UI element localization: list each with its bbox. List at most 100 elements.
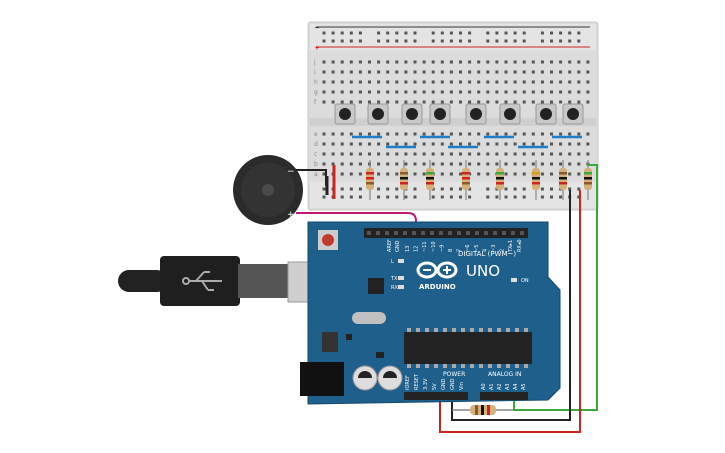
rail-hole (404, 39, 408, 43)
breadboard-hole (531, 162, 535, 166)
breadboard-hole (495, 70, 499, 74)
breadboard-hole (568, 90, 572, 94)
row-letter: i (314, 69, 316, 76)
breadboard-hole (486, 162, 490, 166)
pushbutton[interactable] (499, 103, 521, 125)
rail-hole (340, 187, 344, 191)
led-label: TX (390, 276, 398, 282)
rail-hole (522, 195, 526, 199)
rail-hole (440, 187, 444, 191)
breadboard-hole (586, 100, 590, 104)
resistor (584, 160, 592, 200)
breadboard-holes (322, 31, 590, 199)
rail-hole (340, 195, 344, 199)
model-label: UNO (466, 262, 500, 280)
breadboard-hole (395, 80, 399, 84)
rail-hole (486, 187, 490, 191)
breadboard-hole (477, 172, 481, 176)
breadboard-hole (431, 60, 435, 64)
rail-hole (386, 39, 390, 43)
breadboard-hole (331, 152, 335, 156)
breadboard-hole (477, 90, 481, 94)
buzzer-minus-label: − (287, 167, 295, 177)
breadboard-hole (358, 132, 362, 136)
breadboard-hole (568, 80, 572, 84)
breadboard-hole (522, 172, 526, 176)
header-pin (439, 231, 443, 235)
breadboard-hole (477, 100, 481, 104)
breadboard-hole (349, 70, 353, 74)
breadboard-hole (513, 90, 517, 94)
breadboard-hole (468, 70, 472, 74)
rail-hole (522, 39, 526, 43)
breadboard-hole (340, 132, 344, 136)
breadboard-hole (468, 90, 472, 94)
analog-pin-label: A0 (481, 383, 487, 390)
pushbutton[interactable] (465, 103, 487, 125)
rail-hole (440, 195, 444, 199)
breadboard-hole (540, 132, 544, 136)
rail-hole (540, 39, 544, 43)
rail-hole (468, 195, 472, 199)
breadboard-hole (440, 90, 444, 94)
breadboard-hole (468, 132, 472, 136)
rail-hole (559, 39, 563, 43)
pushbutton[interactable] (535, 103, 557, 125)
breadboard-hole (522, 90, 526, 94)
breadboard-hole (513, 172, 517, 176)
breadboard-hole (586, 90, 590, 94)
rail-hole (550, 195, 553, 199)
breadboard-hole (586, 132, 590, 136)
power-pin-label: 3.3V (423, 378, 429, 390)
led-label: RX (391, 285, 398, 291)
header-pin (475, 231, 479, 235)
breadboard-hole (550, 80, 553, 84)
breadboard-hole (413, 162, 417, 166)
rail-hole (513, 187, 517, 191)
breadboard-hole (504, 100, 508, 104)
breadboard-hole (404, 132, 408, 136)
power-pin-label: IOREF (405, 375, 411, 390)
breadboard-hole (559, 152, 563, 156)
breadboard-hole (386, 142, 390, 146)
breadboard-hole (504, 70, 508, 74)
breadboard-hole (322, 142, 326, 146)
header-pin (457, 231, 461, 235)
breadboard-hole (586, 80, 590, 84)
breadboard-hole (358, 162, 362, 166)
breadboard-hole (358, 70, 362, 74)
pushbutton[interactable] (562, 103, 584, 125)
header-pin (412, 231, 416, 235)
pushbutton[interactable] (401, 103, 423, 125)
breadboard-hole (386, 152, 390, 156)
row-letter: h (314, 79, 318, 86)
rail-hole (550, 187, 553, 191)
digital-pin-label: ~9 (439, 245, 445, 252)
breadboard-hole (322, 132, 326, 136)
row-letter: a (314, 171, 318, 178)
analog-pin-label: A5 (521, 383, 527, 390)
breadboard-hole (440, 162, 444, 166)
rail-hole (459, 195, 462, 199)
breadboard-hole (440, 132, 444, 136)
row-letter: j (313, 59, 316, 66)
pushbutton[interactable] (334, 103, 356, 125)
header-pin (520, 231, 524, 235)
breadboard-hole (449, 80, 453, 84)
breadboard-hole (477, 132, 481, 136)
rail-hole (340, 39, 344, 43)
blue-jumpers (352, 135, 582, 149)
pushbutton[interactable] (367, 103, 389, 125)
breadboard-hole (568, 100, 572, 104)
breadboard-hole (413, 80, 417, 84)
breadboard-hole (550, 90, 553, 94)
pushbutton[interactable] (429, 103, 451, 125)
rail-hole (459, 31, 462, 35)
power-pin-label: Vin (459, 382, 465, 390)
digital-pin-label: 7 (457, 249, 463, 252)
resistor (496, 160, 504, 200)
on-label: ON (521, 278, 529, 284)
resistor (462, 160, 470, 200)
header-pin (385, 231, 389, 235)
rail-hole (540, 195, 544, 199)
